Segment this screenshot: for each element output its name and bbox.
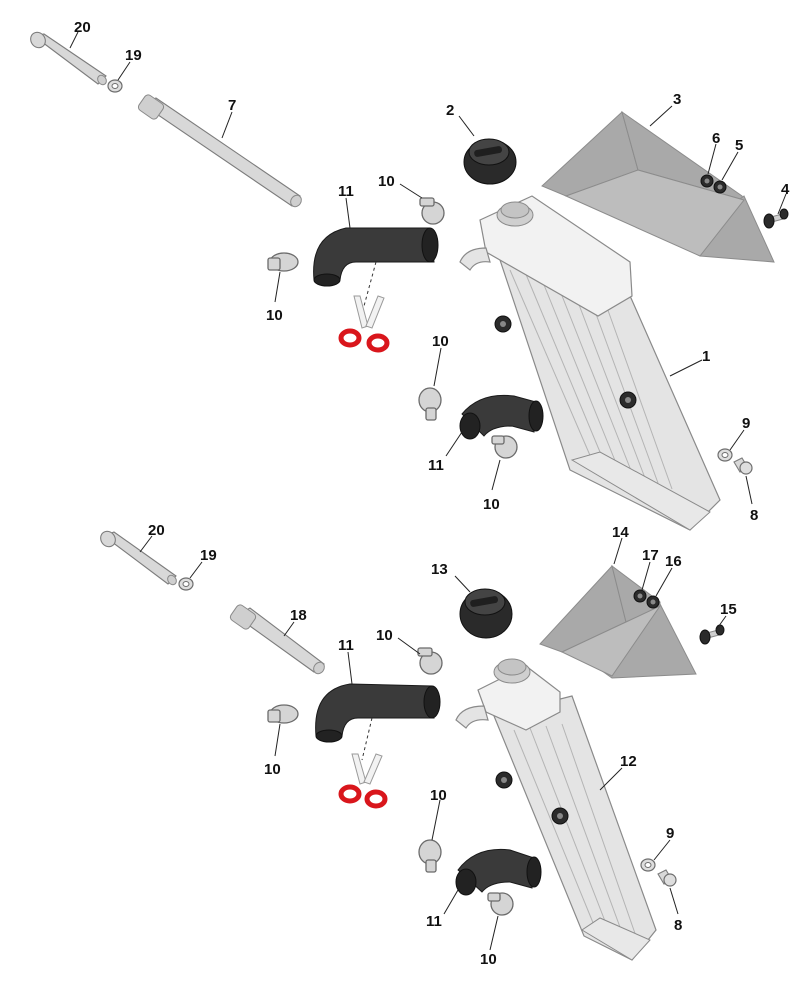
callout-10-lower-clamp-a: 10 [376,627,393,644]
scissors-cut-lower-icon [338,753,388,809]
radiator-cap-13-icon [459,588,513,639]
bolt-20-icon [30,31,107,86]
rod-7-icon [137,94,302,208]
callout-11-hose-upper: 11 [338,183,354,200]
callout-8-lower: 8 [674,917,682,934]
callout-10-clamp-c: 10 [432,333,449,350]
callout-15: 15 [720,601,737,618]
callout-2: 2 [446,102,454,119]
callout-14: 14 [612,524,629,541]
callout-10-clamp-d: 10 [483,496,500,513]
grommet-17-icon [633,589,647,603]
callout-8: 8 [750,507,758,524]
cut-line [363,261,377,307]
washer-9-icon [717,448,733,462]
hose-clamp-10-a-icon [419,197,445,225]
bracket-3-icon [541,110,775,263]
hose-11-lower-icon [459,394,544,440]
hose-11-lower-assembly-upper-icon [315,683,441,743]
callout-3: 3 [673,91,681,108]
callout-1: 1 [702,348,710,365]
grommet-6-icon [700,174,714,188]
hose-clamp-10-d-icon [491,435,518,459]
cut-line-lower [361,717,373,761]
bolt-8-lower-icon [657,869,677,887]
radiator-1-icon [459,195,721,531]
callout-11-lower-hose-upper: 11 [338,637,354,654]
scissors-cut-icon [338,295,390,353]
hose-clamp-10-e-icon [417,647,443,675]
hose-clamp-10-g-icon [418,839,442,873]
filler-neck [496,201,534,227]
upper-callouts: 20 19 7 2 3 6 5 4 11 10 10 1 10 11 10 9 … [74,19,790,524]
hose-clamp-10-c-icon [418,387,442,421]
callout-10-lower-clamp-d: 10 [480,951,497,968]
bracket-14-icon [539,564,697,679]
grommet-16-icon [646,595,660,609]
callout-10-lower-clamp-c: 10 [430,787,447,804]
callout-10-clamp-a: 10 [378,173,395,190]
callout-11-lower-hose-lower: 11 [426,913,442,930]
callout-20-lower: 20 [148,522,165,539]
callout-12: 12 [620,753,637,770]
callout-5: 5 [735,137,743,154]
callout-11-hose-lower: 11 [428,457,444,474]
bolt-4-icon [763,208,789,229]
radiator-12-icon [455,658,657,961]
callout-19: 19 [125,47,142,64]
hose-clamp-10-b-icon [267,252,299,272]
callout-10-lower-clamp-b: 10 [264,761,281,778]
washer-9-lower-icon [640,858,656,872]
hose-11-upper-icon [313,227,439,287]
callout-20: 20 [74,19,91,36]
callout-18: 18 [290,607,307,624]
upper-assembly: 20 19 7 2 3 6 5 4 11 10 10 1 10 11 10 9 … [30,19,790,531]
callout-17: 17 [642,547,659,564]
washer-19-lower-icon [178,577,194,591]
callout-19-lower: 19 [200,547,217,564]
callout-7: 7 [228,97,236,114]
hose-clamp-10-f-icon [267,704,299,724]
lower-leader-lines [139,535,727,951]
callout-4: 4 [781,181,790,198]
radiator-12-fins [513,723,639,943]
callout-13: 13 [431,561,448,578]
lower-assembly: 20 19 18 13 14 17 16 15 11 10 10 12 10 1… [100,522,737,968]
callout-9-lower: 9 [666,825,674,842]
bolt-8-icon [733,457,753,475]
grommet-5-icon [713,180,727,194]
bolt-15-icon [699,624,725,645]
callout-9: 9 [742,415,750,432]
radiator-fins [509,269,673,490]
lower-callouts: 20 19 18 13 14 17 16 15 11 10 10 12 10 1… [148,522,737,968]
hose-clamp-10-h-icon [487,892,514,916]
callout-16: 16 [665,553,682,570]
upper-leader-lines [69,31,787,505]
callout-6: 6 [712,130,720,147]
callout-10-clamp-b: 10 [266,307,283,324]
radiator-cap-2-icon [463,138,517,185]
rod-18-icon [229,604,325,675]
hose-11-lower-assembly-lower-icon [455,848,542,896]
washer-19-icon [107,79,123,93]
filler-neck-12 [493,658,531,684]
bolt-20-lower-icon [100,530,177,586]
